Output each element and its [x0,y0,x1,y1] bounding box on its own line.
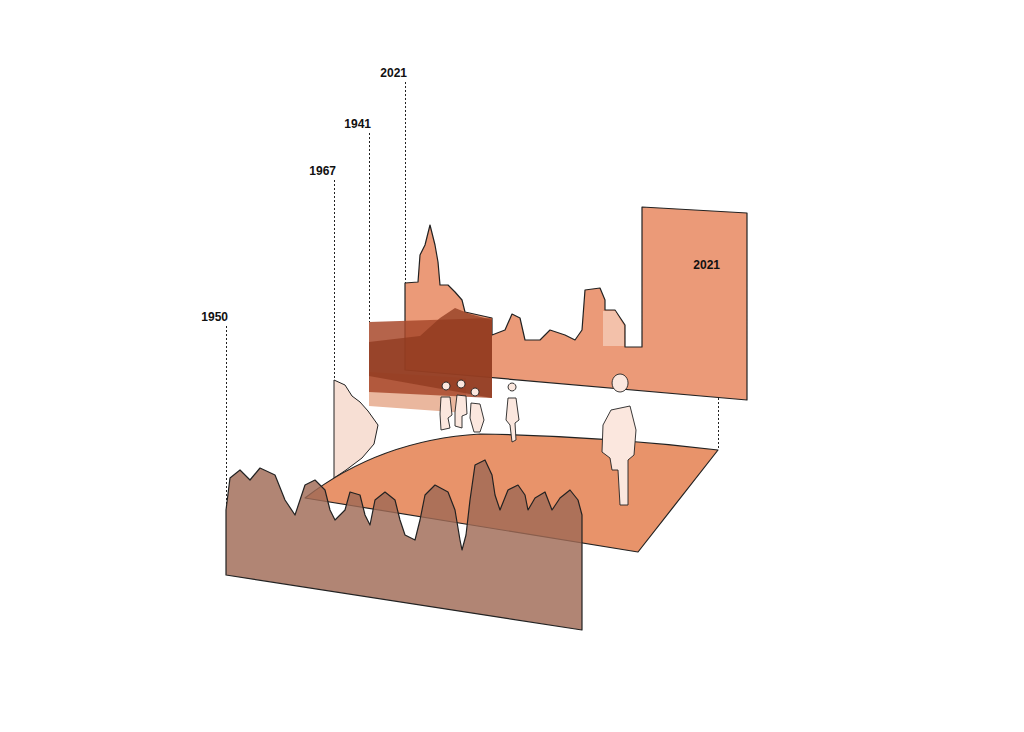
person [506,383,519,442]
people [440,374,636,505]
leader-line [334,180,335,380]
leader-line [369,133,370,322]
year-label: 2021 [380,66,407,80]
year-label: 1967 [309,164,336,178]
year-label: 1950 [201,310,228,324]
plane-1941-dark [369,308,492,398]
leader-line [405,82,406,283]
person [470,388,484,432]
person [455,380,467,428]
year-label: 1941 [344,117,371,131]
year-label: 2021 [693,258,720,272]
leader-line [226,326,227,510]
plane-1950 [226,460,582,630]
skyline-window [603,311,624,346]
person [440,382,452,430]
person [602,374,636,505]
